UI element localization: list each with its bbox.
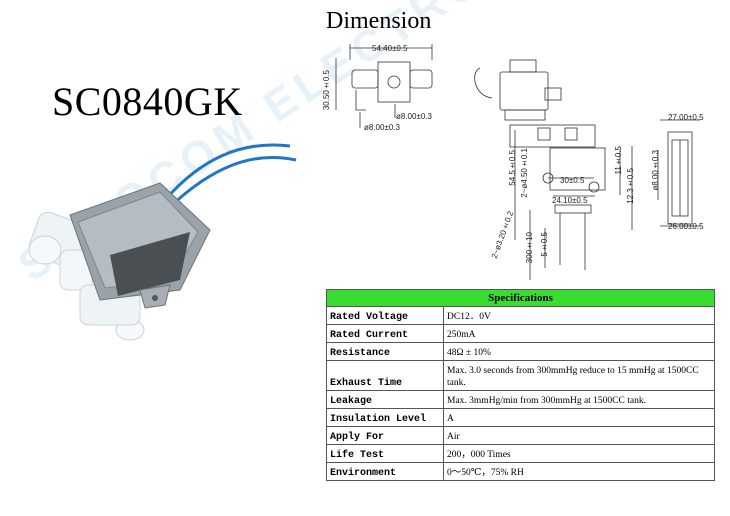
spec-value: DC12．0V <box>443 306 715 325</box>
dim-side-top: 27.00±0.5 <box>668 113 704 122</box>
spec-row: Rated Current 250mA <box>326 324 715 343</box>
dim-body-height: 54.5±0.5 <box>508 150 517 186</box>
spec-value: 0～50℃，75% RH <box>443 462 715 481</box>
dim-overall-width: 54.40±0.5 <box>372 44 408 53</box>
spec-row: Life Test 200，000 Times <box>326 444 715 463</box>
spec-row: Leakage Max. 3mmHg/min from 300mmHg at 1… <box>326 390 715 409</box>
spec-label: Resistance <box>326 342 444 361</box>
spec-header-row: Specifications <box>326 289 715 307</box>
dim-base-width: 24.10±0.5 <box>552 196 588 205</box>
spec-row: Resistance 48Ω ± 10% <box>326 342 715 361</box>
dim-lead: 300±10 <box>525 232 534 264</box>
spec-value: Max. 3.0 seconds from 300mmHg reduce to … <box>443 360 715 391</box>
dim-hole-pitch: 30±0.5 <box>560 176 585 185</box>
spec-value: Max. 3mmHg/min from 300mmHg at 1500CC ta… <box>443 390 715 409</box>
dim-side-bottom: 26.00±0.5 <box>668 222 704 231</box>
spec-value: 200，000 Times <box>443 444 715 463</box>
spec-row: Insulation Level A <box>326 408 715 427</box>
spec-header: Specifications <box>326 289 715 307</box>
spec-row: Environment 0～50℃，75% RH <box>326 462 715 481</box>
spec-value: Air <box>443 426 715 445</box>
spec-row: Apply For Air <box>326 426 715 445</box>
spec-label: Apply For <box>326 426 444 445</box>
spec-label: Life Test <box>326 444 444 463</box>
specifications-table: Specifications Rated Voltage DC12．0V Rat… <box>326 289 715 481</box>
spec-label: Exhaust Time <box>326 360 444 391</box>
dim-tube-b: ø8.00±0.3 <box>364 123 400 132</box>
model-title: SC0840GK <box>52 79 243 124</box>
dim-center-height: 12.3±0.5 <box>626 168 635 204</box>
dim-tube-a: ø8.00±0.3 <box>396 112 432 121</box>
spec-label: Rated Voltage <box>326 306 444 325</box>
spec-label: Environment <box>326 462 444 481</box>
dim-height: 30.50±0.5 <box>322 70 331 111</box>
spec-label: Leakage <box>326 390 444 409</box>
dim-mount-offset: 11±0.5 <box>614 146 623 175</box>
dim-side-tube: ø8.00±0.3 <box>651 150 660 191</box>
dim-strip: 5±0.5 <box>540 232 549 257</box>
spec-label: Rated Current <box>326 324 444 343</box>
spec-row: Exhaust Time Max. 3.0 seconds from 300mm… <box>326 360 715 391</box>
spec-value: A <box>443 408 715 427</box>
dim-hole: 2~ø4.50±0.1 <box>520 148 529 198</box>
spec-label: Insulation Level <box>326 408 444 427</box>
spec-row: Rated Voltage DC12．0V <box>326 306 715 325</box>
spec-value: 48Ω ± 10% <box>443 342 715 361</box>
spec-value: 250mA <box>443 324 715 343</box>
dimension-title: Dimension <box>326 8 432 34</box>
